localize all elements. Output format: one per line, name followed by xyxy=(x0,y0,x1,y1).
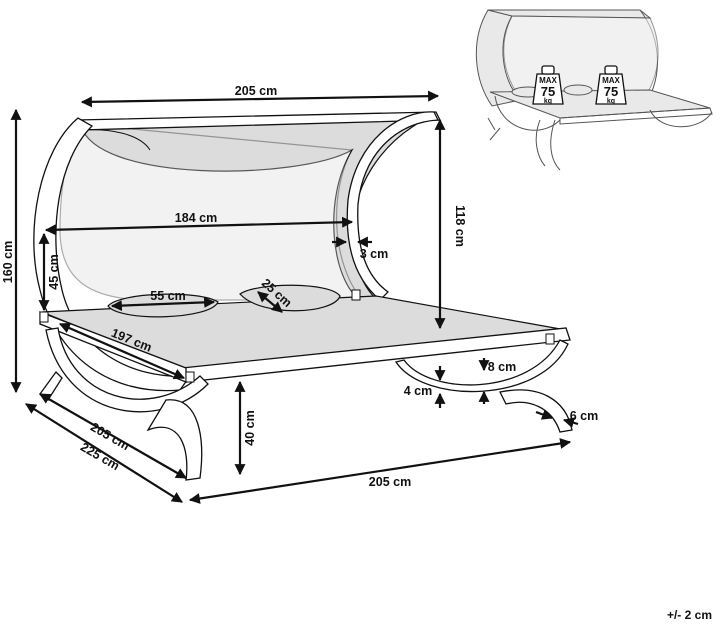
pillow-length-label: 55 cm xyxy=(150,289,185,303)
thumbnail-view xyxy=(475,9,713,171)
base-depth-arrow xyxy=(25,403,183,503)
inner-width-label: 184 cm xyxy=(175,211,217,225)
base-width-arrow xyxy=(188,438,572,504)
canopy-thickness-label: 3 cm xyxy=(360,247,389,261)
badge-unit: kg xyxy=(544,98,552,105)
badge-max-label: MAX xyxy=(602,76,620,85)
base-width-label: 205 cm xyxy=(369,475,411,489)
foot-gap-label: 4 cm xyxy=(404,384,433,398)
seat-height-label: 40 cm xyxy=(243,410,257,445)
right-arch xyxy=(346,111,440,301)
inner-width-arrow xyxy=(44,216,354,236)
bed-length-arrow xyxy=(58,322,186,380)
weight-badge-right: MAX 75 kg xyxy=(595,65,627,105)
weight-badge-left: MAX 75 kg xyxy=(532,65,564,105)
foot-thickness-arrow-left xyxy=(535,409,554,420)
badge-max-label: MAX xyxy=(539,76,557,85)
left-foot xyxy=(146,399,203,481)
foot-thickness-arrow-right xyxy=(562,417,579,429)
tolerance-note: +/- 2 cm xyxy=(666,608,712,622)
front-left-rocker xyxy=(45,327,209,413)
badge-weight-value: 75 xyxy=(604,84,618,99)
badge-weight-value: 75 xyxy=(541,84,555,99)
canopy-width-label: 205 cm xyxy=(235,84,277,98)
badge-unit: kg xyxy=(607,98,615,105)
frame-bar-label: 8 cm xyxy=(488,360,517,374)
canopy-width-arrow xyxy=(80,90,440,108)
pillow-length-arrow xyxy=(110,296,216,312)
front-right-rocker xyxy=(394,339,569,393)
backrest-height-label: 45 cm xyxy=(47,254,61,289)
canopy-height-label: 118 cm xyxy=(453,205,467,247)
total-height-label: 160 cm xyxy=(1,241,15,283)
pillow-width-arrow xyxy=(257,291,283,313)
lounger-main-view xyxy=(33,111,573,481)
right-foot xyxy=(499,389,573,433)
foot-thickness-label: 6 cm xyxy=(570,409,599,423)
